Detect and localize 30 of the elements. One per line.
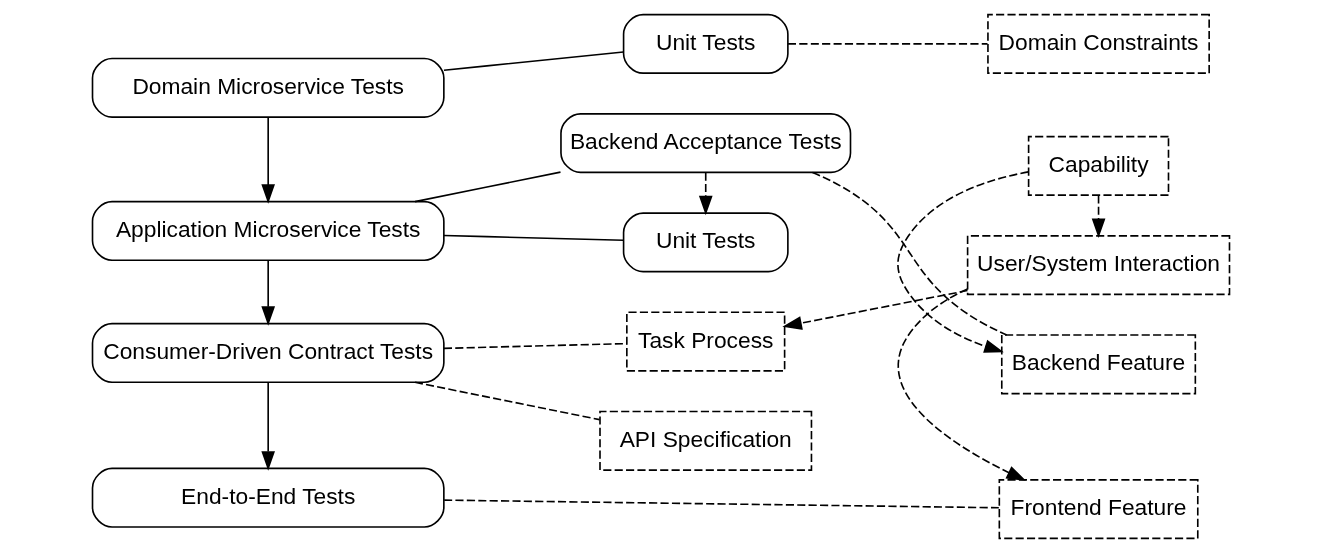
node-box: User/System Interaction bbox=[966, 235, 1230, 296]
arrow bbox=[260, 116, 275, 204]
node-box: Backend Feature bbox=[1000, 334, 1196, 395]
connector bbox=[442, 342, 628, 350]
connector bbox=[413, 171, 561, 203]
node-box: Application Microservice Tests bbox=[91, 200, 445, 262]
node-box: Backend Acceptance Tests bbox=[559, 113, 851, 174]
arrow bbox=[897, 288, 1026, 481]
connector bbox=[413, 381, 600, 421]
node-box: Task Process bbox=[625, 311, 785, 372]
node-box: Unit Tests bbox=[622, 212, 789, 273]
arrow bbox=[896, 171, 1029, 353]
node-box: Frontend Feature bbox=[998, 479, 1199, 540]
connector bbox=[442, 234, 624, 242]
node-box: Capability bbox=[1027, 135, 1169, 196]
node-box: Domain Constraints bbox=[986, 13, 1210, 74]
connector bbox=[442, 499, 1000, 509]
node-box: Consumer-Driven Contract Tests bbox=[91, 322, 445, 384]
arrow bbox=[260, 259, 275, 326]
arrow bbox=[1091, 194, 1105, 239]
node-box: Domain Microservice Tests bbox=[91, 57, 445, 118]
connector bbox=[786, 43, 988, 45]
node-box: API Specification bbox=[598, 410, 812, 471]
connector bbox=[811, 171, 1008, 336]
arrow bbox=[698, 171, 713, 216]
arrow bbox=[781, 289, 968, 330]
arrow bbox=[260, 381, 275, 471]
connector bbox=[442, 51, 624, 71]
node-box: End-to-End Tests bbox=[91, 467, 445, 528]
node-box: Unit Tests bbox=[622, 13, 789, 74]
